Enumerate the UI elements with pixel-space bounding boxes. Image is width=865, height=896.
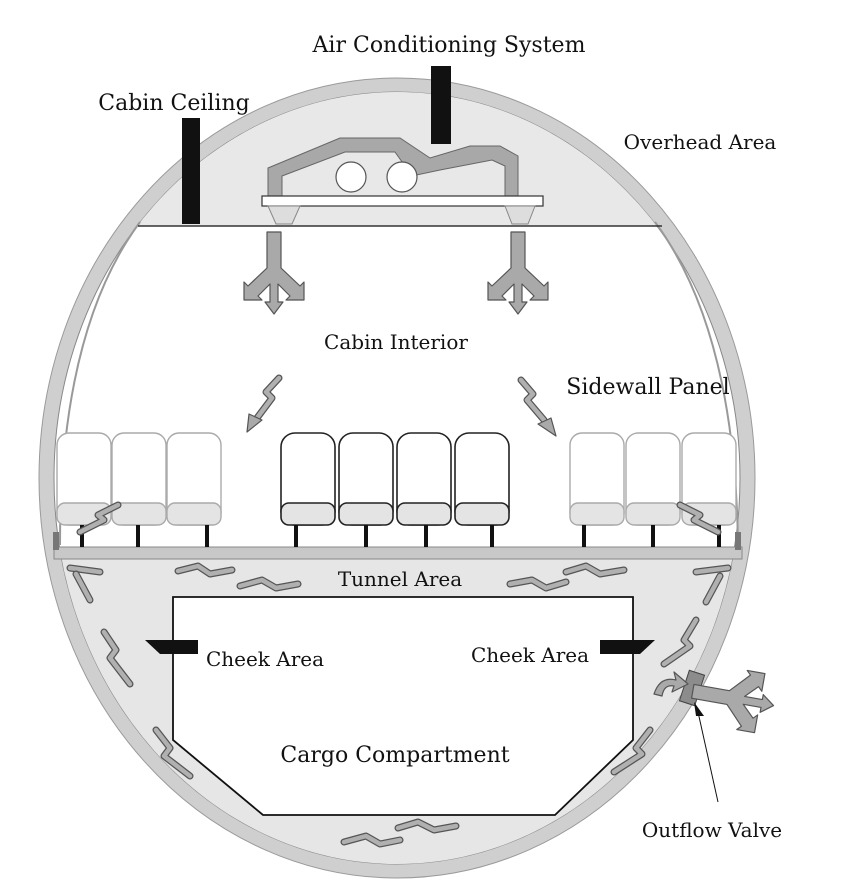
passenger-seat (111, 432, 167, 547)
outflow-valve-callout (697, 711, 719, 803)
wavy-flow-arrow (100, 628, 134, 688)
ac-fan-right (386, 161, 418, 193)
floor-vent-right (735, 532, 741, 550)
ac-outlet-left (267, 205, 301, 225)
wavy-flow-arrow (246, 374, 283, 433)
label-overhead-area: Overhead Area (624, 130, 777, 154)
wavy-flow-arrow (152, 726, 194, 780)
cargo-compartment (172, 596, 634, 816)
label-cheek-area-left: Cheek Area (206, 647, 324, 671)
ac-fan-left (335, 161, 367, 193)
flow-arrow (692, 564, 732, 606)
wavy-flow-arrow (174, 562, 236, 578)
marker-bar-icon (431, 66, 451, 144)
passenger-seat (396, 432, 452, 547)
label-outflow-valve: Outflow Valve (642, 818, 782, 842)
wavy-flow-arrow (340, 832, 404, 848)
label-tunnel-area: Tunnel Area (338, 567, 462, 591)
cabin-floor (53, 546, 743, 560)
label-cabin-interior: Cabin Interior (324, 330, 468, 354)
floor-vent-left (53, 532, 59, 550)
wavy-flow-arrow (394, 818, 460, 834)
passenger-seat (454, 432, 510, 547)
wavy-flow-arrow (610, 726, 654, 776)
label-air-conditioning-system: Air Conditioning System (312, 33, 586, 58)
passenger-seat (338, 432, 394, 547)
outflow-valve-pointer (694, 702, 704, 716)
wavy-flow-arrow (676, 501, 722, 536)
wavy-flow-arrow (562, 562, 628, 578)
passenger-seat (569, 432, 625, 547)
seat-block-left (56, 432, 222, 547)
marker-bar-icon (182, 118, 200, 224)
label-cheek-area-right: Cheek Area (471, 643, 589, 667)
label-sidewall-panel: Sidewall Panel (566, 375, 729, 400)
wavy-flow-arrow (236, 576, 302, 592)
ac-outlet-right (504, 205, 536, 225)
wavy-flow-arrow (506, 576, 570, 592)
wavy-flow-arrow (660, 616, 700, 668)
passenger-seat (280, 432, 336, 547)
ac-plenum-plate (261, 195, 544, 207)
seat-block-center (280, 432, 510, 547)
passenger-seat (166, 432, 222, 547)
wavy-flow-arrow (76, 501, 122, 536)
outflow-inlet-arrow (653, 671, 689, 697)
wavy-flow-arrow (517, 376, 557, 437)
passenger-seat (56, 432, 112, 547)
flow-arrow (66, 564, 104, 604)
label-cabin-ceiling: Cabin Ceiling (98, 91, 249, 116)
label-cargo-compartment: Cargo Compartment (280, 743, 509, 768)
passenger-seat (625, 432, 681, 547)
marker-bar-icon (145, 640, 198, 654)
marker-bar-icon (600, 640, 655, 654)
